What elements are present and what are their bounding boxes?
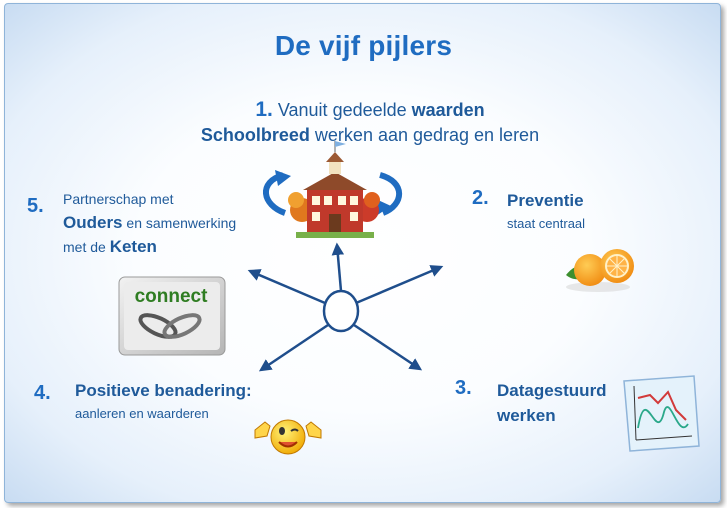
arrow-to-pillar-4 (258, 323, 329, 372)
hub-diagram (247, 242, 444, 372)
graph-chart-icon (623, 375, 700, 452)
pillar-4-subtitle: aanleren en waarderen (75, 406, 209, 421)
pillar-4-number: 4. (34, 382, 51, 404)
pillar-5-bold-a: Ouders (63, 213, 123, 232)
pillar-3-title-2: werken (497, 406, 556, 425)
arrow-to-pillar-5 (247, 269, 326, 305)
pillar-5-bold-b: Keten (109, 237, 157, 256)
connect-chain-icon: connect (118, 276, 226, 356)
pillar-1-bold-b: Schoolbreed (200, 125, 310, 145)
slide-frame (4, 3, 721, 503)
pillar-2-number: 2. (472, 187, 489, 209)
pillar-5-line-2: Ouders en samenwerking (63, 213, 236, 233)
pillar-2-subtitle: staat centraal (507, 216, 586, 231)
pillar-3-title-1: Datagestuurd (497, 381, 607, 400)
pillar-5-line-1: Partnerschap met (63, 191, 174, 207)
pillar-5-number: 5. (27, 195, 44, 217)
arrow-to-pillar-1 (331, 242, 345, 292)
pillar-1-bold-a: waarden (411, 100, 485, 120)
thumbs-up-smiley-icon (254, 419, 322, 455)
pillar-1-number: 1. (255, 98, 273, 121)
pillar-5-text-a: en samenwerking (122, 215, 237, 231)
pillar-1-line-2: Schoolbreed werken aan gedrag en leren (120, 125, 620, 146)
page-title: De vijf pijlers (274, 30, 453, 61)
pillar-4-title: Positieve benadering: (75, 381, 252, 400)
arrow-to-pillar-3 (353, 323, 423, 371)
pillar-5-text-b: met de (63, 239, 110, 255)
pillar-3-number: 3. (455, 377, 472, 399)
oranges-icon (566, 249, 634, 292)
connect-icon-label: connect (135, 286, 209, 307)
pillar-1-line-1: 1. Vanuit gedeelde waarden (120, 98, 620, 122)
hub-circle (322, 289, 360, 333)
pillar-5-line-3: met de Keten (63, 237, 157, 257)
pillar-1-text-a: Vanuit gedeelde (277, 100, 412, 120)
pillar-1-text-b: werken aan gedrag en leren (309, 125, 540, 145)
arrow-to-pillar-2 (355, 265, 444, 305)
pillar-2-title: Preventie (507, 191, 584, 210)
school-building-icon (262, 141, 402, 238)
